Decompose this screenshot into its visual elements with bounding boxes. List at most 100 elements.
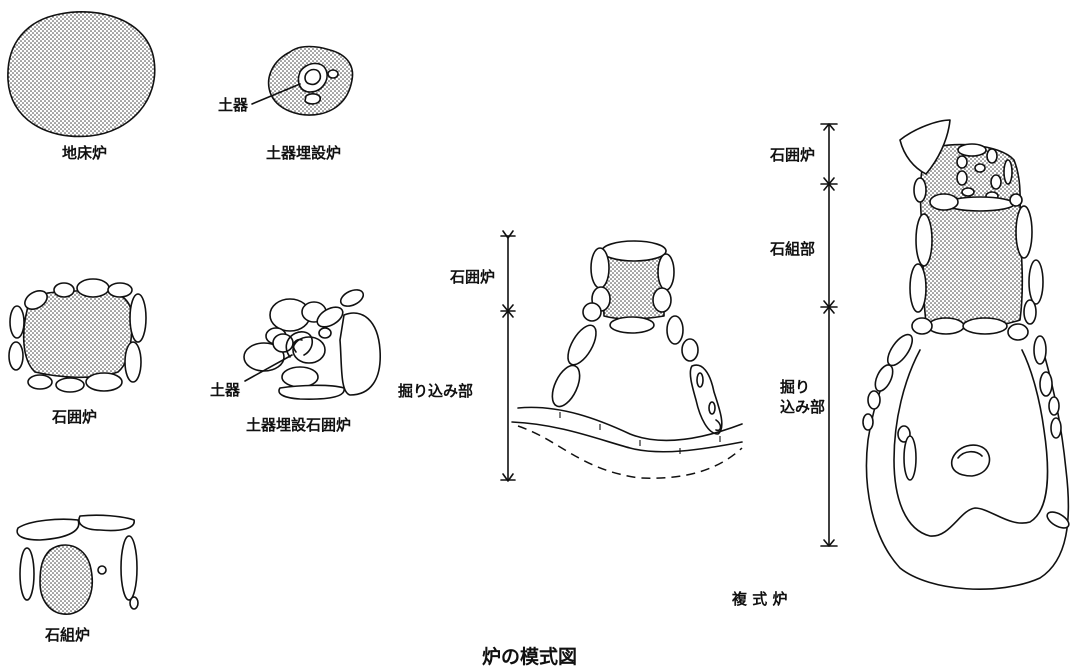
scale-arrow [823, 123, 835, 131]
ishigakoiro-label: 石囲炉 [51, 408, 97, 426]
middle-ishigakoiro-label: 石囲炉 [449, 268, 495, 286]
jishoro-figure: 地床炉 [7, 11, 156, 162]
ishigumiro-figure: 石組炉 [16, 514, 139, 644]
stone [124, 341, 142, 383]
jishoro-label: 地床炉 [62, 144, 107, 162]
center-stone-mark [957, 450, 983, 459]
stone [1048, 396, 1060, 416]
right-ishigakoiro-label: 石囲炉 [769, 146, 815, 164]
stone [97, 565, 107, 575]
doki-maisetsuro-label: 土器埋設炉 [266, 144, 341, 162]
stone [886, 333, 914, 367]
stone [1039, 371, 1053, 397]
stone [24, 290, 48, 310]
stone [986, 148, 998, 164]
stone [601, 240, 667, 262]
stone [1028, 259, 1044, 305]
middle-cross-section: 石囲炉 掘り込み部 [398, 230, 743, 482]
stone-mark [708, 401, 716, 415]
stone [53, 282, 75, 298]
stone [55, 377, 85, 393]
scale-arrow [502, 304, 514, 318]
stone [911, 317, 933, 335]
right-pit-inner [893, 349, 1049, 537]
stone [272, 333, 294, 353]
stone [129, 596, 139, 610]
stone [862, 413, 874, 431]
stone [120, 535, 138, 601]
stone [551, 364, 581, 408]
stone [19, 547, 35, 601]
stone [927, 317, 965, 335]
stone [903, 435, 917, 481]
right-plan-diagram: 石囲炉 石組部 掘り 込み部 [731, 119, 1070, 608]
stone [16, 518, 80, 541]
small-stone [304, 93, 322, 105]
middle-horikomibu-label: 掘り込み部 [398, 382, 473, 400]
fukushikiro-label: 複 式 炉 [731, 590, 787, 608]
stone [915, 213, 933, 267]
stone [956, 170, 968, 186]
buried-pot-rim [292, 338, 303, 353]
jishoro-pit [7, 11, 156, 138]
stone [567, 324, 597, 366]
stone [1007, 323, 1029, 341]
ishigakoiro-figure: 石囲炉 [8, 278, 147, 426]
right-horikomibu-label-2: 込み部 [780, 398, 825, 416]
stone-mark [715, 419, 722, 432]
stone [339, 312, 381, 396]
stone [339, 289, 365, 307]
stone [1050, 417, 1062, 439]
stone [609, 316, 655, 334]
stone [1023, 299, 1037, 325]
right-ishigumibu-label: 石組部 [769, 240, 815, 258]
stone [974, 163, 986, 173]
stone [281, 366, 319, 388]
stone [1033, 335, 1047, 365]
scale-arrow [823, 300, 835, 314]
stone [899, 119, 951, 175]
stone [681, 338, 699, 362]
ground-ticks [559, 412, 721, 454]
stone [78, 514, 135, 532]
stone [666, 315, 684, 345]
doki-leader-line [244, 354, 293, 382]
scale-arrow [502, 473, 514, 482]
stone [107, 282, 133, 298]
stone [956, 155, 968, 169]
stone [316, 306, 344, 328]
doki-label-2: 土器 [210, 381, 241, 399]
stone [76, 278, 110, 298]
stone [1009, 193, 1023, 207]
stone [689, 364, 723, 435]
stone [990, 174, 1002, 190]
figure-title: 炉の模式図 [482, 645, 577, 668]
stone [913, 177, 927, 203]
stone [85, 372, 123, 392]
doki-maisetsu-ishigakoiro-label: 土器埋設石囲炉 [246, 416, 351, 434]
ishigumiro-label: 石組炉 [44, 626, 90, 644]
scale-arrow [823, 539, 835, 547]
stone [582, 302, 602, 322]
ishigumiro-pit [39, 544, 93, 615]
stone [590, 247, 610, 289]
doki-label-1: 土器 [218, 96, 249, 114]
stone [278, 384, 345, 400]
buried-pot-rim [285, 331, 314, 358]
pit-bottom-dashed [517, 425, 743, 479]
stone-mark [696, 372, 704, 388]
stone [9, 305, 25, 339]
stone [929, 193, 959, 211]
scale-arrow [502, 230, 514, 239]
stone [1046, 511, 1070, 529]
stone [657, 253, 675, 291]
stone [909, 263, 927, 313]
stone [874, 364, 894, 392]
stone [318, 327, 332, 339]
stone [961, 187, 975, 197]
ground-surface [511, 421, 743, 453]
stone [962, 317, 1008, 335]
stone [8, 341, 24, 371]
stone [1003, 159, 1013, 185]
stone [27, 374, 53, 390]
